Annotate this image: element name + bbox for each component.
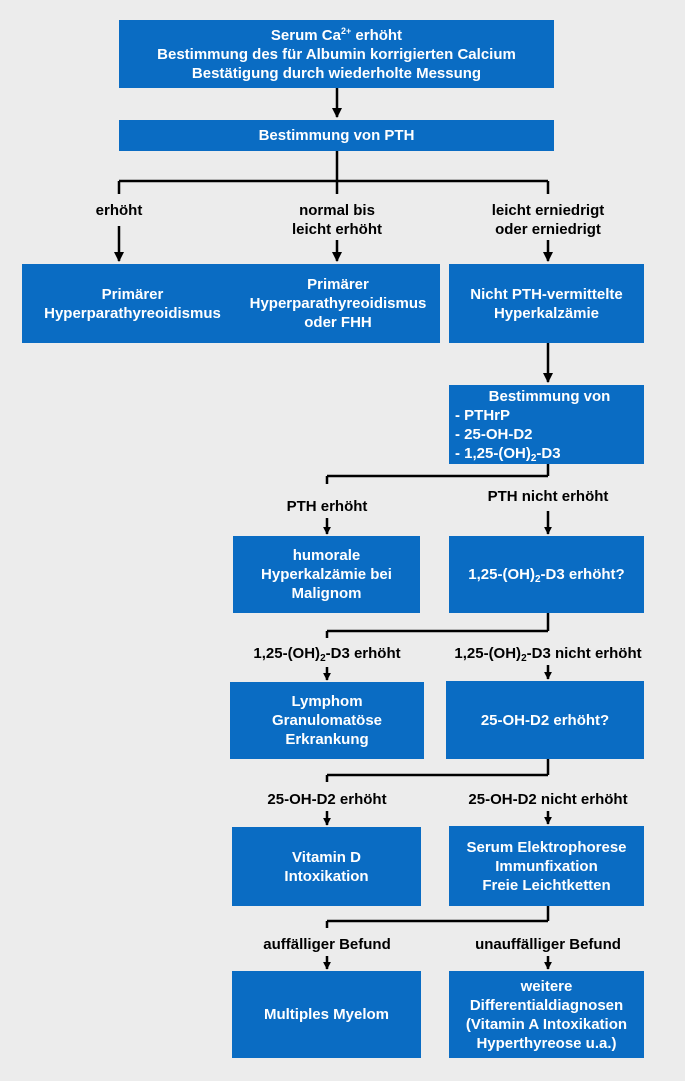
nicht-pth-line: Hyperkalzämie (493, 304, 600, 322)
weitere-line: weitere (520, 977, 573, 995)
label-pth-nicht-erhoeht: PTH nicht erhöht (487, 488, 609, 505)
elektrophorese-line: Immunfixation (495, 857, 598, 875)
humorale-line: Malignom (291, 585, 362, 602)
vitamin-d-line: Intoxikation (284, 867, 369, 885)
box-humorale: humorale Hyperkalzämie bei Malignom (233, 536, 420, 613)
bestimmung-item: - PTHrP (455, 406, 511, 424)
box-bestimmung-pth: Bestimmung von PTH (119, 120, 554, 151)
label-d3-nicht-erhoeht: 1,25-(OH)2-D3 nicht erhöht (454, 645, 642, 664)
box-primaerer-hpt-fhh: Primärer Hyperparathyreoidismus oder FHH (236, 264, 440, 343)
serum-line-1: Serum Ca2+ erhöht (270, 25, 403, 44)
box-bestimmung-von: Bestimmung von - PTHrP - 25-OH-D2 - 1,25… (449, 385, 644, 464)
elektrophorese-line: Freie Leichtketten (482, 876, 611, 894)
box-vitamin-d: Vitamin D Intoxikation (232, 827, 421, 906)
label-pth-erhoeht: PTH erhöht (286, 498, 368, 515)
nicht-pth-line: Nicht PTH-vermittelte (470, 285, 623, 303)
weitere-line: Hyperthyreose u.a.) (476, 1034, 617, 1052)
label-unauffaelliger-befund: unauffälliger Befund (475, 936, 621, 953)
lymphom-line: Lymphom (291, 693, 363, 710)
box-multiples-myelom: Multiples Myelom (232, 971, 421, 1058)
bestimmung-title: Bestimmung von (488, 387, 611, 405)
label-auffaelliger-befund: auffälliger Befund (263, 936, 391, 953)
label-d3-erhoeht: 1,25-(OH)2-D3 erhöht (253, 645, 401, 664)
box-d3-question: 1,25-(OH)2-D3 erhöht? (449, 536, 644, 613)
primaer-line: Primärer (101, 285, 164, 303)
label-erhoeht: erhöht (95, 202, 143, 219)
box-d2-question: 25-OH-D2 erhöht? (446, 681, 644, 759)
serum-line-2: Bestimmung des für Albumin korrigierten … (157, 45, 516, 63)
weitere-line: Differentialdiagnosen (469, 996, 624, 1014)
d2-question-text: 25-OH-D2 erhöht? (480, 711, 610, 729)
myelom-text: Multiples Myelom (263, 1006, 390, 1023)
serum-line-3: Bestätigung durch wiederholte Messung (191, 64, 482, 82)
bestimmung-item: - 25-OH-D2 (455, 425, 533, 443)
primaer-fhh-line: Primärer (307, 276, 369, 293)
label-normal-leicht-erhoeht: normal bis leicht erhöht (291, 202, 382, 238)
primaer-line: Hyperparathyreoidismus (44, 304, 221, 322)
box-nicht-pth: Nicht PTH-vermittelte Hyperkalzämie (449, 264, 644, 343)
vitamin-d-line: Vitamin D (292, 848, 361, 866)
elektrophorese-line: Serum Elektrophorese (466, 838, 627, 856)
box-lymphom: Lymphom Granulomatöse Erkrankung (230, 682, 424, 759)
humorale-line: Hyperkalzämie bei (261, 566, 392, 583)
label-leicht-erniedrigt: leicht erniedrigt oder erniedrigt (491, 202, 605, 238)
weitere-line: (Vitamin A Intoxikation (465, 1015, 628, 1033)
box-primaerer-hpt: Primärer Hyperparathyreoidismus (22, 264, 243, 343)
box-weitere-dd: weitere Differentialdiagnosen (Vitamin A… (449, 971, 644, 1058)
box-elektrophorese: Serum Elektrophorese Immunfixation Freie… (449, 826, 644, 906)
box-serum-calcium: Serum Ca2+ erhöht Bestimmung des für Alb… (119, 20, 554, 88)
primaer-fhh-line: oder FHH (304, 314, 372, 331)
lymphom-line: Granulomatöse (271, 712, 383, 729)
lymphom-line: Erkrankung (285, 731, 369, 748)
label-d2-nicht-erhoeht: 25-OH-D2 nicht erhöht (468, 791, 628, 808)
label-d2-erhoeht: 25-OH-D2 erhöht (267, 791, 387, 808)
primaer-fhh-line: Hyperparathyreoidismus (249, 295, 427, 312)
pth-label: Bestimmung von PTH (258, 127, 415, 144)
humorale-line: humorale (292, 547, 361, 564)
d3-question-text: 1,25-(OH)2-D3 erhöht? (468, 566, 625, 585)
bestimmung-item: - 1,25-(OH)2-D3 (455, 444, 561, 464)
